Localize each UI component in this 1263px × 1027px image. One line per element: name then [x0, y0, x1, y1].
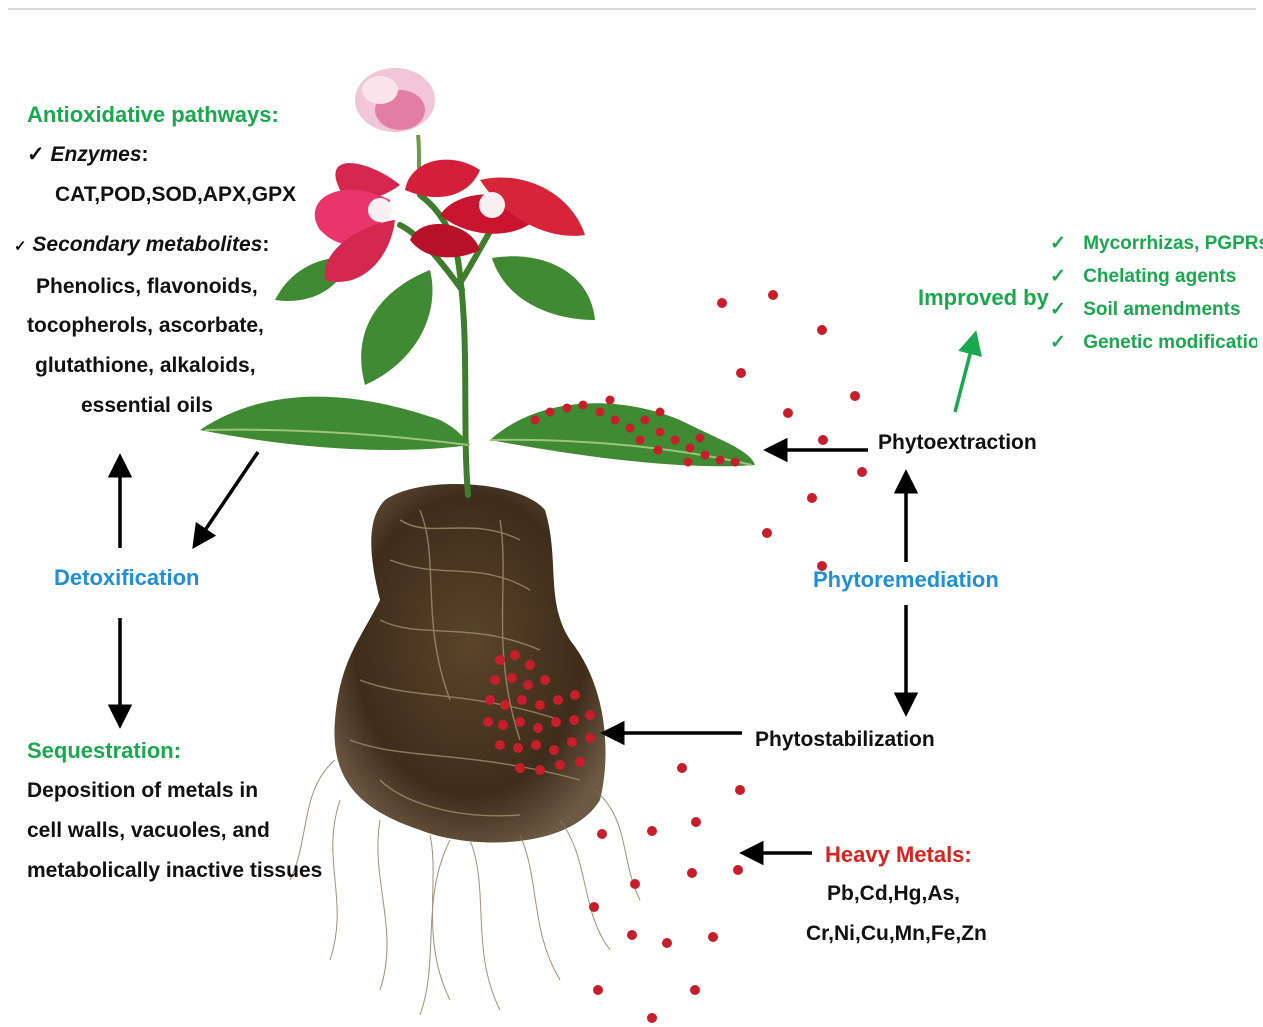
- free-metal-particles: [589, 290, 867, 1023]
- phytoremediation-label: Phytoremediation: [813, 567, 999, 593]
- secondary-metabolites-heading: ✓ Secondary metabolites:: [14, 233, 269, 257]
- enzymes-label: Enzymes: [50, 143, 141, 166]
- arrow-phytoextraction-to-improved: [955, 335, 975, 412]
- secondary-metabolites-label: Secondary metabolites: [32, 233, 262, 256]
- heavy-metals-line-1: Pb,Cd,Hg,As,: [827, 882, 960, 906]
- secondary-line-1: Phenolics, flavonoids,: [36, 275, 258, 299]
- flowers: [315, 68, 585, 282]
- improvement-item: ✓ Chelating agents: [1050, 265, 1236, 288]
- antioxidative-pathways-title: Antioxidative pathways:: [27, 102, 279, 128]
- enzymes-colon: :: [142, 143, 149, 166]
- sequestration-title: Sequestration:: [27, 738, 181, 764]
- improvement-item: ✓ Genetic modifications: [1050, 331, 1257, 354]
- check-icon: ✓: [14, 238, 27, 255]
- secondary-line-3: glutathione, alkaloids,: [35, 354, 256, 378]
- enzymes-heading: ✓ Enzymes:: [27, 142, 149, 167]
- root-ball: [290, 484, 640, 1015]
- secondary-line-4: essential oils: [81, 394, 213, 418]
- check-icon: ✓: [1050, 299, 1066, 320]
- sequestration-line-3: metabolically inactive tissues: [27, 859, 322, 883]
- check-icon: ✓: [27, 143, 45, 166]
- secondary-line-2: tocopherols, ascorbate,: [27, 314, 264, 338]
- check-icon: ✓: [1050, 332, 1066, 353]
- improvement-item: ✓ Mycorrhizas, PGPRs: [1050, 232, 1263, 255]
- phytostabilization-label: Phytostabilization: [755, 728, 935, 752]
- enzymes-list: CAT,POD,SOD,APX,GPX: [55, 183, 296, 207]
- check-icon: ✓: [1050, 266, 1066, 287]
- heavy-metals-title: Heavy Metals:: [825, 842, 972, 868]
- improved-by-label: Improved by: [918, 285, 1049, 311]
- detoxification-label: Detoxification: [54, 565, 199, 591]
- leaves: [200, 256, 755, 466]
- check-icon: ✓: [1050, 233, 1066, 254]
- improvement-item: ✓ Soil amendments: [1050, 298, 1241, 321]
- arrow-leaf-to-detox: [195, 452, 258, 545]
- sequestration-line-1: Deposition of metals in: [27, 779, 258, 803]
- sequestration-line-2: cell walls, vacuoles, and: [27, 819, 270, 843]
- phytoextraction-label: Phytoextraction: [878, 431, 1037, 455]
- secondary-colon: :: [262, 233, 269, 256]
- heavy-metals-line-2: Cr,Ni,Cu,Mn,Fe,Zn: [806, 922, 987, 946]
